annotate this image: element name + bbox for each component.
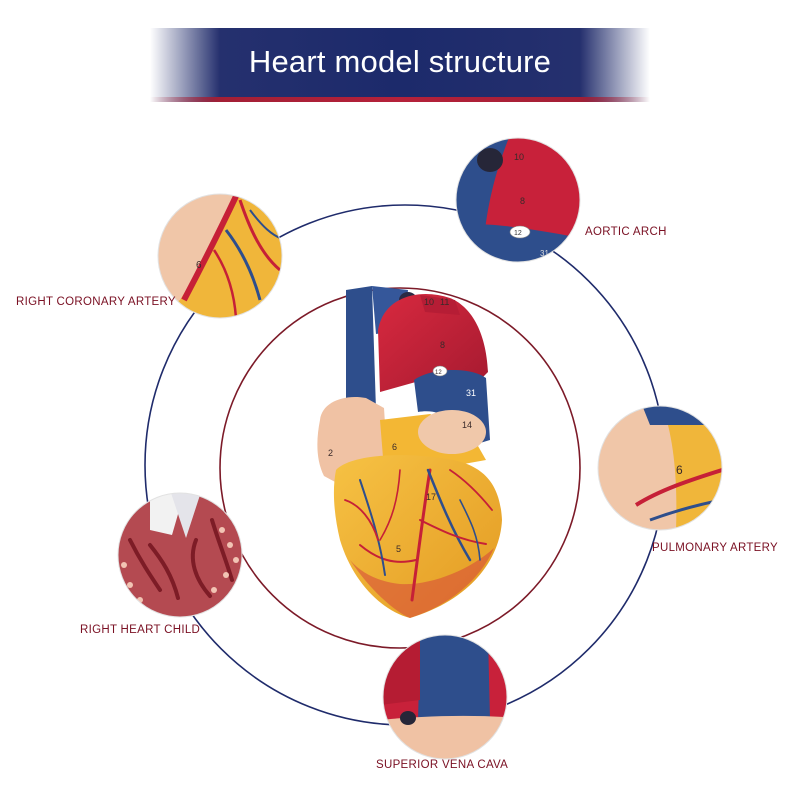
- model-number-8: 8: [440, 340, 445, 350]
- model-number-12: 12: [435, 370, 442, 376]
- detail-aortic-arch: 12 8 10 31: [456, 138, 580, 262]
- svg-text:6: 6: [676, 463, 683, 477]
- model-number-14: 14: [462, 420, 472, 430]
- vena-cava-shape: [346, 286, 376, 412]
- svg-text:12: 12: [514, 230, 522, 237]
- label-superior-vena-cava: SUPERIOR VENA CAVA: [376, 759, 509, 771]
- svg-text:8: 8: [520, 196, 525, 206]
- model-number-5: 5: [396, 544, 401, 554]
- model-number-31: 31: [466, 388, 476, 398]
- svg-text:6: 6: [196, 260, 202, 271]
- model-number-6: 6: [392, 442, 397, 452]
- label-right-heart-child: RIGHT HEART CHILD: [80, 624, 201, 636]
- detail-pulmonary-artery: 6: [598, 406, 722, 530]
- model-number-10: 10: [424, 297, 434, 307]
- inner-ring: [219, 287, 581, 649]
- label-right-coronary-artery: RIGHT CORONARY ARTERY: [16, 296, 176, 308]
- label-aortic-arch: AORTIC ARCH: [585, 226, 667, 238]
- banner-stripe: [150, 97, 650, 102]
- heart-model: 10 11 8 12 31 14 6 2 17 5: [317, 286, 502, 618]
- label-pulmonary-artery: PULMONARY ARTERY: [652, 542, 779, 554]
- svg-text:10: 10: [514, 152, 524, 162]
- model-number-2: 2: [328, 448, 333, 458]
- page-title: Heart model structure: [248, 44, 552, 79]
- model-number-17: 17: [426, 492, 436, 502]
- aorta-shape: [378, 293, 488, 392]
- model-number-11: 11: [440, 297, 449, 307]
- detail-right-heart-child: [118, 493, 242, 617]
- title-banner: Heart model structure: [150, 28, 650, 102]
- detail-right-coronary-artery: 6: [158, 194, 282, 318]
- detail-superior-vena-cava: [383, 635, 507, 759]
- svg-text:31: 31: [540, 249, 549, 258]
